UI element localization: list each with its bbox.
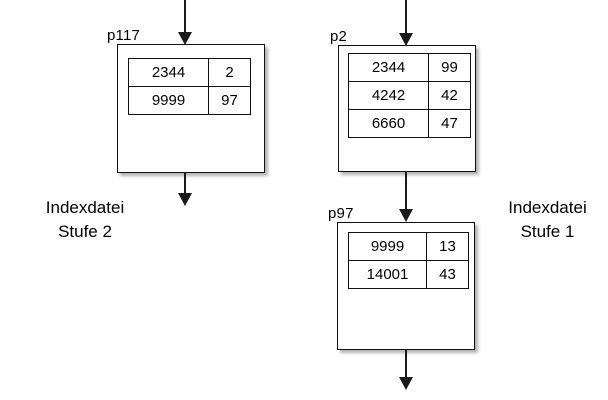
arrow-shaft bbox=[405, 350, 407, 378]
arrow-shaft bbox=[405, 172, 407, 210]
caption-left: Indexdatei Stufe 2 bbox=[10, 196, 160, 244]
entry-pointer: 99 bbox=[428, 53, 471, 82]
entry-table-p2: 2344 99 4242 42 6660 47 bbox=[348, 53, 471, 138]
entry-key: 14001 bbox=[348, 260, 427, 289]
entry-pointer: 13 bbox=[426, 232, 469, 261]
arrow-out-of-p117 bbox=[178, 172, 192, 206]
entry-key: 6660 bbox=[348, 109, 429, 138]
arrow-head bbox=[178, 193, 192, 206]
entry-pointer: 97 bbox=[208, 86, 251, 115]
table-row: 9999 97 bbox=[128, 86, 251, 115]
block-label-p97: p97 bbox=[328, 205, 354, 222]
table-row: 4242 42 bbox=[348, 81, 471, 110]
block-label-p117: p117 bbox=[107, 27, 141, 44]
arrow-into-p117 bbox=[178, 0, 192, 45]
table-row: 9999 13 bbox=[348, 232, 469, 261]
entry-table-p97: 9999 13 14001 43 bbox=[348, 232, 469, 289]
entry-table-p117: 2344 2 9999 97 bbox=[128, 58, 251, 115]
entry-key: 9999 bbox=[348, 232, 427, 261]
arrow-into-p2 bbox=[399, 0, 413, 46]
caption-left-line1: Indexdatei bbox=[45, 198, 125, 217]
table-row: 6660 47 bbox=[348, 109, 471, 138]
caption-right-line1: Indexdatei bbox=[508, 198, 587, 217]
arrow-shaft bbox=[184, 0, 186, 33]
entry-key: 4242 bbox=[348, 81, 429, 110]
block-label-p2: p2 bbox=[330, 28, 348, 45]
arrow-p2-to-p97 bbox=[399, 172, 413, 222]
caption-left-line2: Stufe 2 bbox=[58, 222, 112, 242]
entry-pointer: 47 bbox=[428, 109, 471, 138]
table-row: 2344 2 bbox=[128, 58, 251, 87]
entry-pointer: 42 bbox=[428, 81, 471, 110]
entry-key: 9999 bbox=[128, 86, 209, 115]
arrow-out-of-p97 bbox=[399, 350, 413, 390]
arrow-shaft bbox=[184, 172, 186, 194]
caption-right: Indexdatei Stufe 1 bbox=[490, 196, 605, 244]
arrow-head bbox=[399, 377, 413, 390]
arrow-shaft bbox=[405, 0, 407, 34]
entry-pointer: 43 bbox=[426, 260, 469, 289]
table-row: 14001 43 bbox=[348, 260, 469, 289]
table-row: 2344 99 bbox=[348, 53, 471, 82]
entry-pointer: 2 bbox=[208, 58, 251, 87]
entry-key: 2344 bbox=[128, 58, 209, 87]
caption-right-line2: Stufe 1 bbox=[520, 222, 575, 242]
arrow-head bbox=[399, 209, 413, 222]
entry-key: 2344 bbox=[348, 53, 429, 82]
